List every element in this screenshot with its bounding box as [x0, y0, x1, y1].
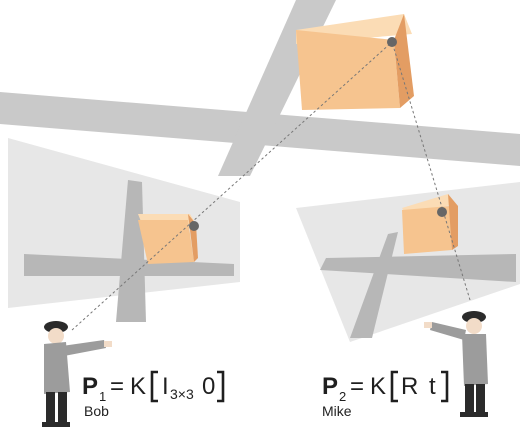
left-image-plane [8, 138, 240, 322]
mike-label: Mike [322, 403, 352, 419]
right-eq-r: R [401, 373, 418, 400]
right-box-front [402, 206, 452, 254]
left-eq-mat-sub: 3×3 [170, 386, 194, 402]
left-eq-mat: I [162, 373, 169, 400]
bob-shirt [44, 342, 70, 394]
mike-hand [424, 322, 432, 328]
right-eq-t: t [429, 373, 436, 400]
mike-figure [424, 311, 488, 417]
right-eq-equals: = [350, 373, 364, 400]
left-eq-lhs-sub: 1 [99, 389, 106, 404]
right-eq-lhs-sub: 2 [339, 389, 346, 404]
left-eq-zero: 0 [202, 373, 215, 400]
left-plane-shadow-vertical [116, 180, 146, 322]
bob-arm [62, 340, 106, 356]
left-eq-lhs: P [82, 373, 98, 400]
right-image-point [437, 207, 447, 217]
mike-pants-left [465, 384, 474, 414]
bob-shoes [42, 422, 70, 427]
left-image-point [189, 221, 199, 231]
bob-hat [44, 321, 68, 333]
world-box [296, 14, 414, 110]
left-box-front [138, 220, 194, 264]
right-equation: P 2 = K R t Mike [322, 370, 449, 419]
feature-points [189, 37, 447, 231]
right-eq-close-bracket [441, 370, 449, 403]
right-plane-shadow-vertical [350, 232, 398, 338]
right-box-side [448, 194, 458, 250]
left-eq-equals: = [110, 373, 124, 400]
left-eq-close-bracket [217, 370, 225, 403]
bob-label: Bob [84, 403, 109, 419]
left-eq-k: K [130, 373, 146, 400]
projection-rays [71, 41, 471, 331]
mike-shoes [460, 412, 488, 417]
mike-shirt [462, 334, 488, 386]
left-equation: P 1 = K I 3×3 0 Bob [82, 370, 225, 419]
bob-pants-right [58, 392, 67, 424]
mike-head [466, 318, 482, 334]
mike-hat [462, 311, 486, 323]
world-box-front [296, 30, 400, 110]
bob-hand [104, 341, 112, 347]
mike-pants-right [476, 384, 485, 414]
bob-pants-left [46, 392, 55, 424]
mike-arm [430, 322, 466, 340]
bob-figure [42, 321, 112, 427]
world-cross-shadow [0, 0, 520, 176]
right-eq-open-bracket [390, 370, 398, 403]
world-box-side [394, 14, 414, 108]
right-image-plane [296, 182, 520, 342]
ray-bob-to-world [71, 41, 393, 331]
left-eq-open-bracket [150, 370, 158, 403]
bob-head [48, 328, 64, 344]
right-eq-lhs: P [322, 373, 338, 400]
world-point [387, 37, 397, 47]
right-eq-k: K [370, 373, 386, 400]
right-plane-shadow-horizontal [320, 254, 516, 282]
